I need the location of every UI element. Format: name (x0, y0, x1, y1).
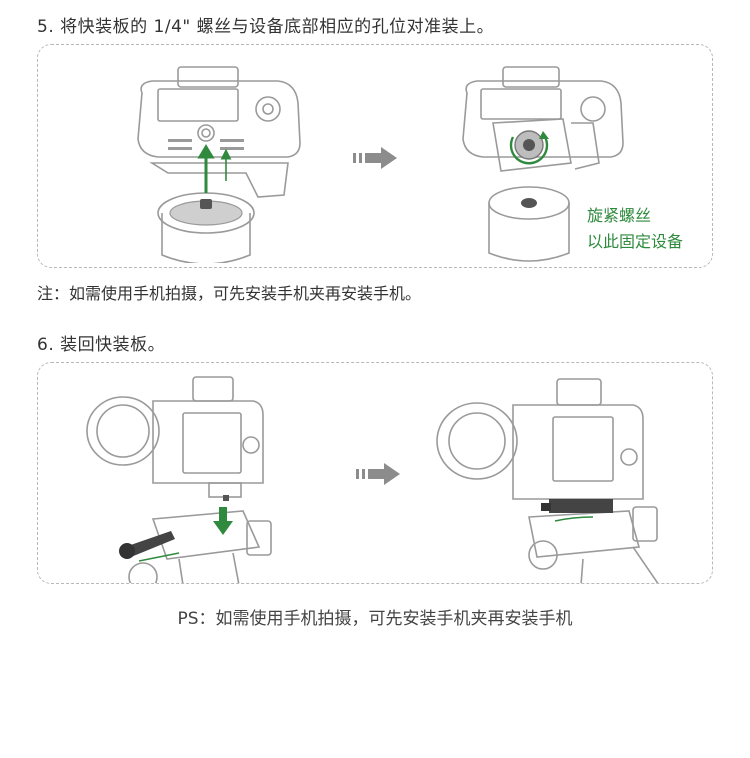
step5-arrow-icon (353, 147, 397, 169)
ps-note: PS：如需使用手机拍摄，可先安装手机夹再安装手机 (177, 609, 573, 629)
camera-screw-illustration (462, 66, 624, 262)
step5-note: 注：如需使用手机拍摄，可先安装手机夹再安装手机。 (37, 284, 422, 303)
caption-line-2: 以此固定设备 (587, 232, 684, 251)
tighten-screw-caption: 旋紧螺丝 以此固定设备 (587, 203, 683, 255)
camera-mount-illustration (86, 376, 272, 583)
step6-title: 6. 装回快装板。 (37, 335, 166, 355)
camera-mounted-illustration (436, 378, 659, 583)
step6-illustration-panel (37, 362, 713, 584)
step5-title: 5. 将快装板的 1/4" 螺丝与设备底部相应的孔位对准装上。 (37, 17, 495, 37)
step5-illustration-panel: 旋紧螺丝 以此固定设备 (37, 44, 713, 268)
caption-line-1: 旋紧螺丝 (587, 206, 652, 225)
camera-bottom-illustration (137, 66, 301, 263)
step6-arrow-icon (356, 463, 400, 485)
